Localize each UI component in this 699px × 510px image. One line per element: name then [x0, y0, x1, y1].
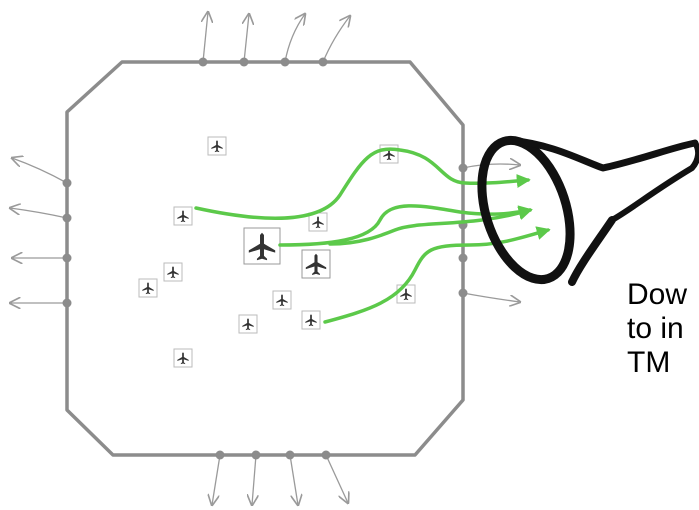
- airplane-icon: [138, 278, 158, 298]
- caption-line-1: Dow: [627, 278, 688, 311]
- airplane-icon: [301, 310, 321, 330]
- exit-arrows-bottom: [212, 454, 348, 505]
- caption-line-3: TM: [627, 346, 671, 379]
- airplane-icon: [301, 249, 331, 279]
- funnel-icon: [477, 135, 699, 286]
- exit-arrows-top: [203, 12, 350, 63]
- airplane-icon: [396, 284, 416, 304]
- aircraft-group: [138, 136, 416, 368]
- flow-stream: [323, 226, 551, 324]
- flow-stream: [278, 204, 533, 247]
- airplane-icon: [243, 227, 281, 265]
- airplane-icon: [163, 262, 183, 282]
- airplane-icon: [272, 290, 292, 310]
- boundary-nodes: [62, 57, 468, 460]
- airplane-icon: [173, 206, 193, 226]
- airplane-icon: [173, 348, 193, 368]
- exit-arrows-right: [462, 164, 520, 302]
- flow-stream: [194, 147, 531, 220]
- caption-text: Dow to in TM: [627, 278, 699, 380]
- airplane-icon: [207, 136, 227, 156]
- flow-streams: [194, 147, 551, 324]
- exit-arrows-left: [10, 158, 68, 303]
- airplane-icon: [238, 314, 258, 334]
- airspace-boundary: [65, 60, 465, 457]
- caption-line-2: to in: [627, 312, 684, 345]
